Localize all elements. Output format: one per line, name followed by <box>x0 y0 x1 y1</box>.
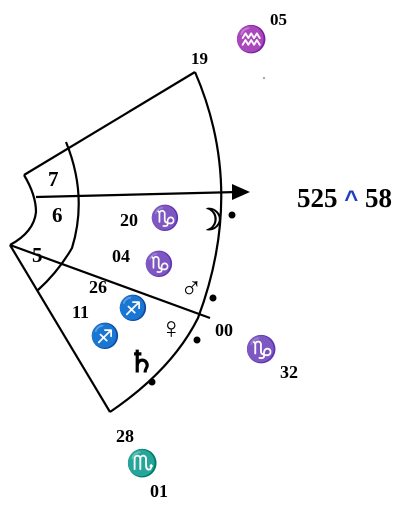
mars-position-dot <box>209 294 217 302</box>
inner-arc <box>9 174 38 246</box>
cusp-degree-label: 11 <box>72 302 89 322</box>
cusp-degree-label: 28 <box>116 426 134 446</box>
venus-icon: ♀ <box>160 312 183 345</box>
moon-position-dot <box>228 211 236 219</box>
moon-icon: ☽ <box>196 204 223 237</box>
cusp-degree-label: 26 <box>89 277 107 297</box>
cusp-degree-label: 20 <box>120 210 138 230</box>
cusp-minutes-label: 32 <box>280 362 298 382</box>
cusp-minutes-label: 01 <box>150 481 168 501</box>
cusp-degree-label: 00 <box>215 320 233 340</box>
cusp-line-7-6 <box>35 190 239 199</box>
sagittarius-icon: ♐ <box>118 294 148 322</box>
cusp-line-6-5 <box>9 243 211 320</box>
scorpio-icon: ♏ <box>126 448 158 478</box>
mars-icon: ♂ <box>180 272 203 305</box>
side-annotation: 525 ^ 58 <box>297 183 392 214</box>
house-ring-arc <box>37 141 80 291</box>
cusp-degree-label: 04 <box>112 246 130 266</box>
house-number-5: 5 <box>32 243 43 267</box>
house-number-7: 7 <box>48 167 59 191</box>
saturn-position-dot <box>148 378 156 386</box>
house-number-6: 6 <box>52 203 63 227</box>
capricorn-icon: ♑ <box>144 250 174 278</box>
speck <box>263 77 265 79</box>
cusp-minutes-label: 05 <box>270 10 287 29</box>
cusp-line-5-bottom <box>9 244 111 413</box>
cusp-line-7-top <box>23 71 196 176</box>
aquarius-icon: ♒ <box>235 24 267 54</box>
venus-position-dot <box>193 336 201 344</box>
horizon-arrow-icon <box>232 184 250 200</box>
capricorn-icon: ♑ <box>150 204 180 232</box>
saturn-icon: ♄ <box>128 346 155 379</box>
outer-arc <box>109 71 223 413</box>
caret-icon: ^ <box>344 186 359 213</box>
cusp-degree-label: 19 <box>191 49 208 68</box>
sagittarius-icon: ♐ <box>90 322 120 350</box>
side-annotation-right: 58 <box>365 183 393 213</box>
side-annotation-left: 525 <box>297 183 338 213</box>
capricorn-icon: ♑ <box>245 334 277 364</box>
